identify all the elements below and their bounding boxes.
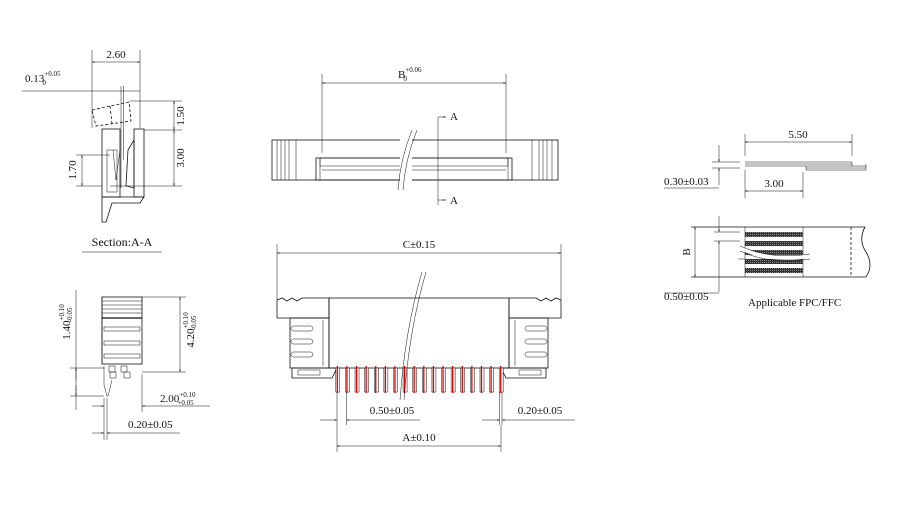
fpc-length-label: 5.50 [788,129,808,141]
dim-4-label: 0.20±0.05 [128,419,173,431]
section-mark-top: A [450,111,458,123]
dim-pin-width-label: 0.20±0.05 [518,405,563,417]
fpc-view: 5.50 0.30±0.03 3.00 [664,129,871,309]
dim-1-label: 1.40+0.10-0.05 [58,304,74,340]
dim-actuator-label: 1.50 [175,106,187,126]
dim-contact-label: 1.70 [67,160,79,180]
dim-c-label: C±0.15 [403,239,436,251]
fpc-stiffener-label: 3.00 [764,178,784,190]
section-title: Section:A-A [92,235,153,249]
section-mark-bottom: A [450,195,458,207]
dim-height-label: 3.00 [175,148,187,168]
dim-2-label: 4.20+0.10-0.05 [182,312,198,348]
fpc-caption: Applicable FPC/FFC [748,297,841,309]
pin-row [335,366,504,393]
dim-pitch-label: 0.50±0.05 [370,405,415,417]
dim-width-label: 2.60 [106,49,126,61]
dim-3-label: 2.00+0.10+0.05 [160,391,196,407]
side-view: 1.40+0.10-0.05 4.20+0.10-0.05 2.00+0.10+… [58,290,210,440]
front-view: C±0.15 0.50±0.05 0.20±0.05 A±0.10 [276,239,575,452]
fpc-pitch-label: 0.50±0.05 [664,291,709,303]
fpc-thickness-label: 0.30±0.03 [664,176,709,188]
dim-a-label: A±0.10 [402,432,436,444]
fpc-b-label: B [681,248,693,255]
